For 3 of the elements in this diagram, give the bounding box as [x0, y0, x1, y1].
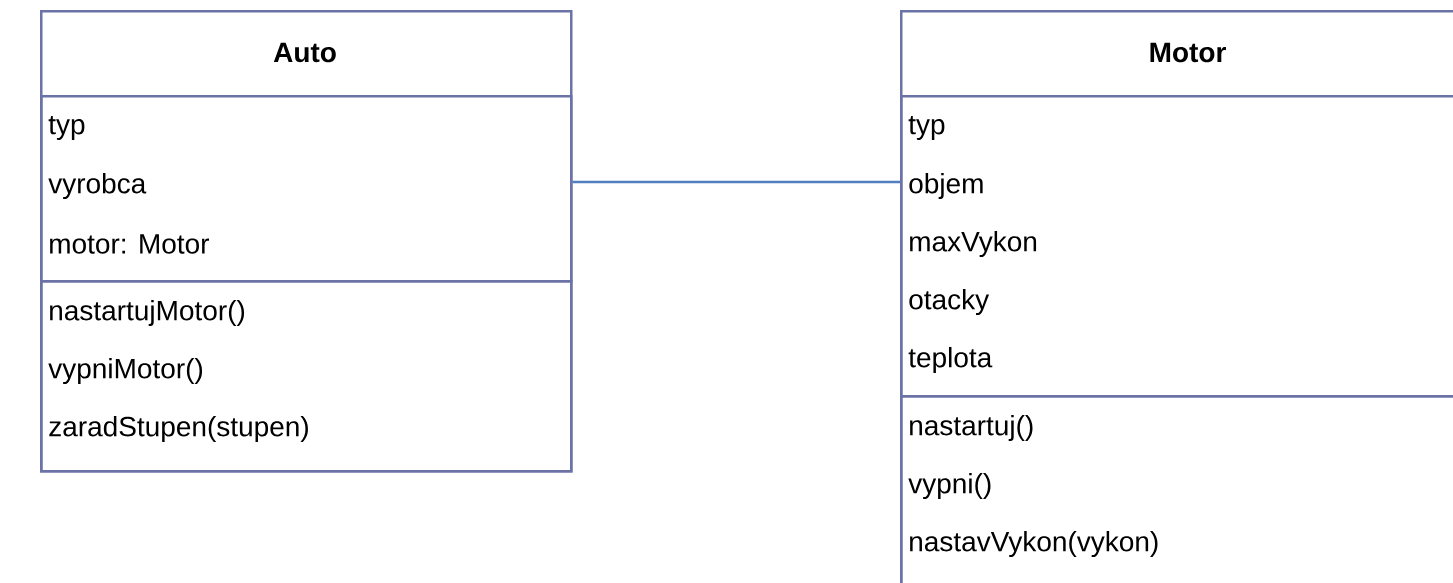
- compartment: nastartujMotor() vypniMotor() zaradStupen(stupen): [40, 280, 573, 473]
- compartment: nastartuj() vypni() nastavVykon(vykon): [900, 395, 1453, 583]
- association-line: [572, 180, 900, 184]
